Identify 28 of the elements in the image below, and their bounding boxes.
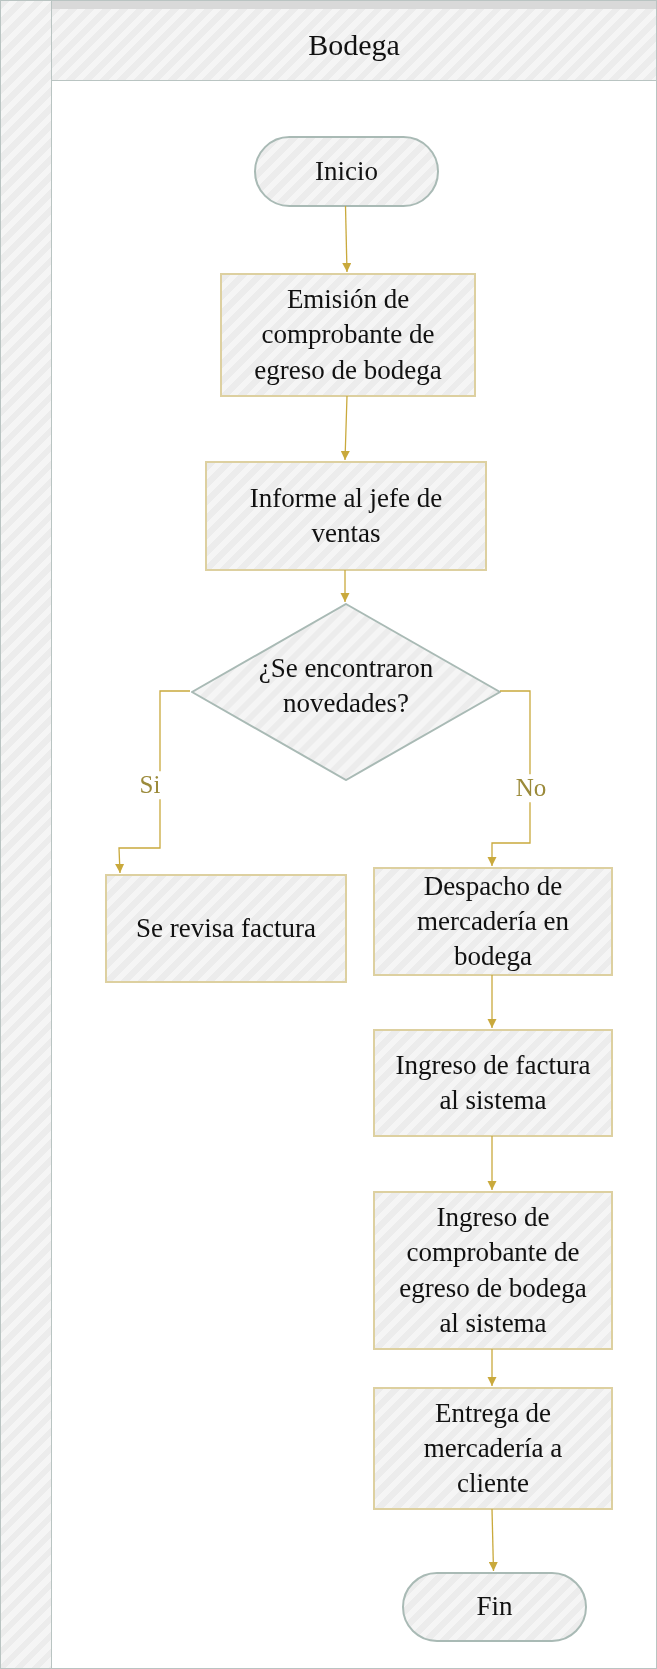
process-text: Ingreso de factura al sistema [394, 1048, 592, 1117]
arrow [340, 395, 350, 461]
process-text: Se revisa factura [136, 911, 316, 945]
process-text: Emisión de comprobante de egreso de bodega [253, 283, 443, 387]
process-text: Ingreso de comprobante de egreso de bodega al sistema [398, 1201, 588, 1340]
lane-title: Bodega [308, 27, 400, 63]
arrow [487, 690, 531, 867]
process-text: Entrega de mercadería a cliente [422, 1396, 564, 1501]
process-box [373, 867, 613, 976]
arrow [487, 1135, 497, 1191]
arrow [340, 569, 350, 603]
arrow [115, 690, 191, 874]
arrow [342, 205, 352, 273]
process-text: Despacho de mercadería en bodega [415, 869, 571, 974]
process-box [373, 1191, 613, 1350]
process-text: Informe al jefe de ventas [248, 481, 444, 550]
edge-label: No [513, 774, 549, 802]
process-box [373, 1029, 613, 1137]
arrow [487, 974, 497, 1029]
process-box [373, 1387, 613, 1510]
arrow [487, 1348, 497, 1387]
process-box [205, 461, 487, 571]
terminal-text: Inicio [315, 154, 378, 188]
decision-text: ¿Se encontraron novedades? [257, 651, 435, 720]
process-box [220, 273, 476, 397]
terminal-text: Fin [476, 1590, 513, 1624]
process-box [105, 874, 347, 983]
arrow [488, 1508, 498, 1572]
